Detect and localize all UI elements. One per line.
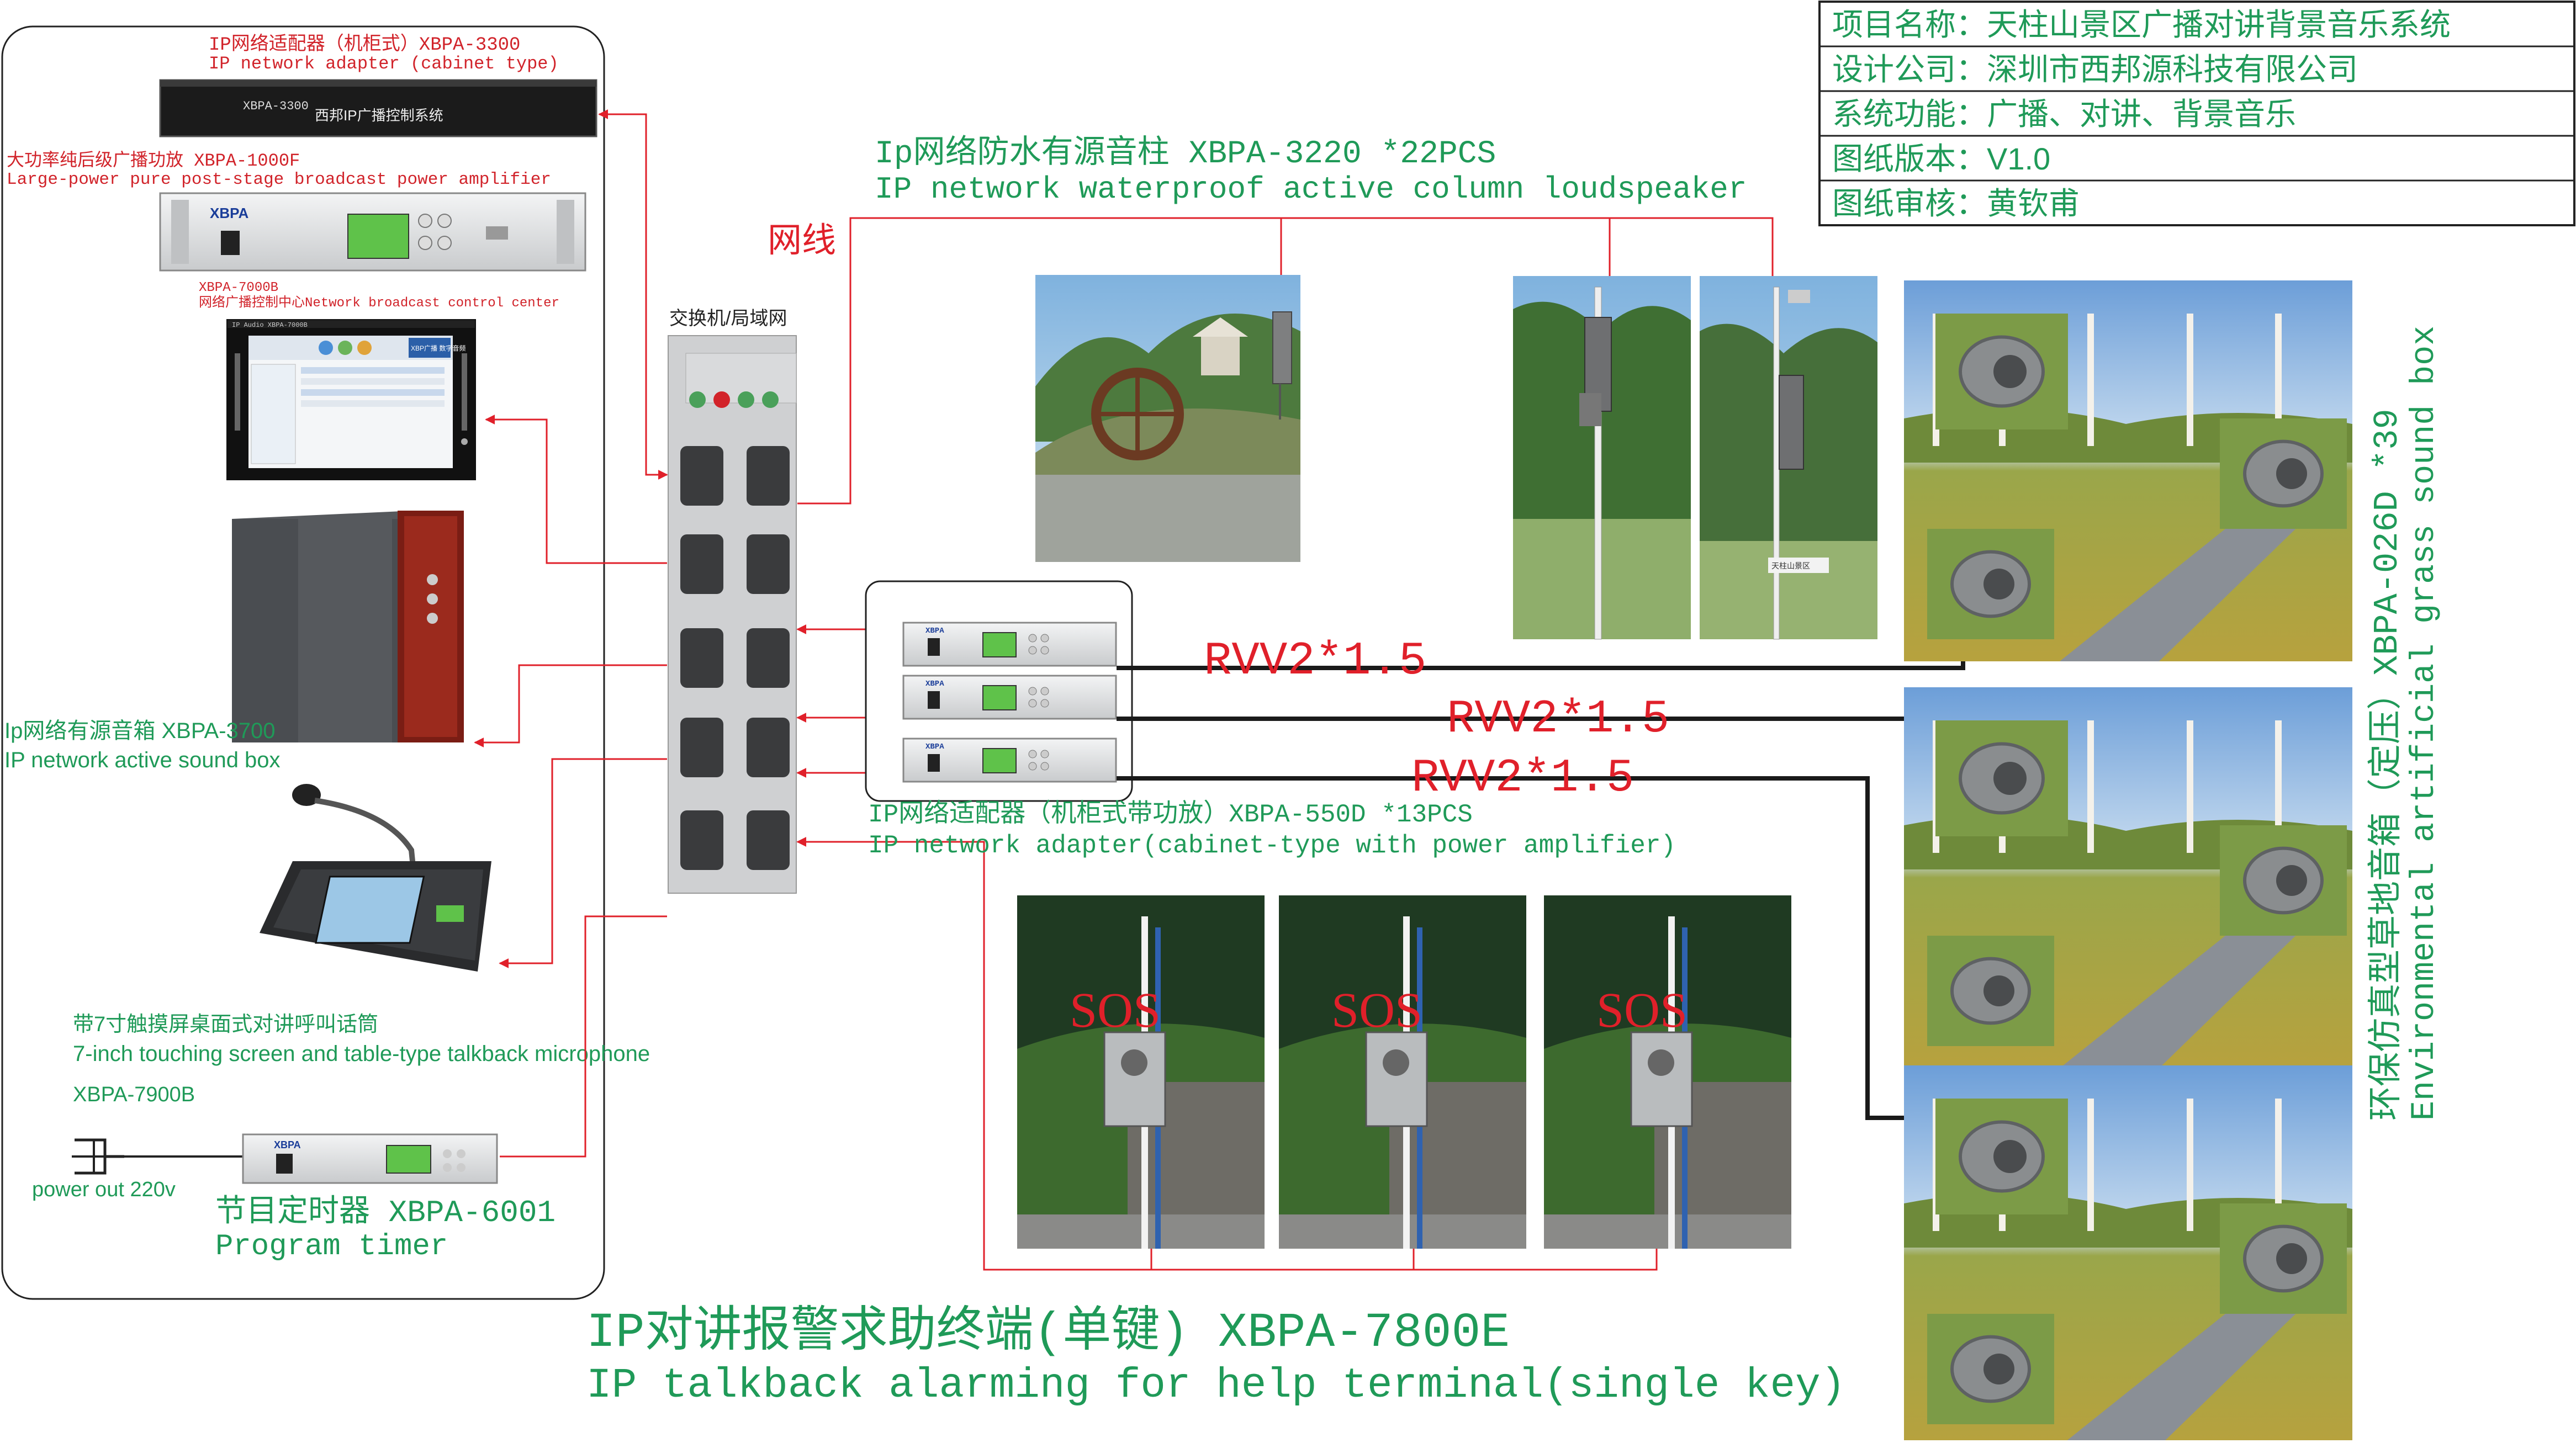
amp-adapter-brand: XBPA xyxy=(925,680,944,688)
rvv-cable-labels: RVV2*1.5 RVV2*1.5 RVV2*1.5 xyxy=(1204,635,1669,805)
power-label: power out 220v xyxy=(32,1178,176,1201)
network-switch xyxy=(668,335,797,894)
grass-sound-box xyxy=(1927,529,2054,639)
column-speaker-cn: Ip网络防水有源音柱 XBPA-3220 *22PCS xyxy=(875,135,1496,172)
sos-text: SOS xyxy=(1331,983,1422,1038)
amp-en-label: Large-power pure post-stage broadcast po… xyxy=(7,170,551,189)
active-sound-box xyxy=(232,511,464,742)
grass-sound-box xyxy=(2220,1203,2347,1314)
rack-title: IP Audio XBPA-7000B xyxy=(232,321,308,329)
sos-text: SOS xyxy=(1596,983,1688,1038)
grass-sound-box xyxy=(1935,314,2068,429)
timer-cn-label: 节目定时器 XBPA-6001 xyxy=(215,1195,556,1230)
amp-cn-label: 大功率纯后级广播功放 XBPA-1000F xyxy=(7,150,300,171)
project-info-box: 项目名称：天柱山景区广播对讲背景音乐系统 设计公司：深圳市西邦源科技有限公司 系… xyxy=(1818,1,2575,226)
terminal-en-label: IP talkback alarming for help terminal(s… xyxy=(586,1362,1845,1409)
amp-adapter-unit: XBPA xyxy=(902,622,1117,667)
mic-en-label: 7-inch touching screen and table-type ta… xyxy=(73,1042,650,1066)
column-speaker-en: IP network waterproof active column loud… xyxy=(875,172,1747,207)
grass-box-park-photo xyxy=(1904,280,2352,661)
adapter-3300-model: XBPA-3300 xyxy=(243,99,309,113)
control-cn-label: 网络广播控制中心Network broadcast control center xyxy=(199,295,559,311)
switch-ports xyxy=(680,446,790,870)
timer-en-label: Program timer xyxy=(215,1230,448,1264)
scenic-photo-waterwheel xyxy=(1035,275,1300,562)
terminal-cn-label: IP对讲报警求助终端(单键) XBPA-7800E xyxy=(586,1304,1510,1361)
adapter-en-label: IP network adapter (cabinet type) xyxy=(209,54,559,74)
grass-box-park-photo xyxy=(1904,687,2352,1068)
scenic-photo-pole-1 xyxy=(1513,276,1691,640)
sos-text: SOS xyxy=(1070,983,1161,1038)
info-row-5: 图纸审核：黄钦甫 xyxy=(1832,186,2080,221)
rvv-label-3: RVV2*1.5 xyxy=(1411,752,1634,805)
sos-terminal-photo: SOS xyxy=(1017,895,1265,1249)
program-timer-device: XBPA xyxy=(242,1133,498,1184)
sos-terminal-photos: SOS SOS SOS xyxy=(1017,895,1791,1249)
info-row-2: 设计公司：深圳市西邦源科技有限公司 xyxy=(1832,52,2358,87)
amp-adapter-cn: IP网络适配器（机柜式带功放）XBPA-550D *13PCS xyxy=(868,799,1473,829)
grass-sound-box xyxy=(1927,936,2054,1046)
grass-sound-box xyxy=(2220,825,2347,936)
soundbox-cn-label: Ip网络有源音箱 XBPA-3700 xyxy=(4,719,276,743)
scenic-photo-pole-2: 天柱山景区 xyxy=(1700,276,1877,640)
grass-sound-box xyxy=(1927,1314,2054,1424)
power-plug-icon xyxy=(72,1138,243,1175)
amp-adapter-stack: XBPA XBPA XBPA xyxy=(902,622,1117,783)
photo-sign: 天柱山景区 xyxy=(1771,561,1810,570)
adapter-3300-face: 西邦IP广播控制系统 xyxy=(315,107,443,124)
adapter-3300-device: XBPA-3300 西邦IP广播控制系统 xyxy=(159,79,597,137)
mic-model-label: XBPA-7900B xyxy=(73,1083,195,1106)
sos-terminal-photo: SOS xyxy=(1544,895,1791,1249)
amp-brand: XBPA xyxy=(210,205,249,221)
switch-label: 交换机/局域网 xyxy=(669,308,787,329)
mic-cn-label: 带7寸触摸屏桌面式对讲呼叫话筒 xyxy=(73,1013,378,1036)
rvv-label-1: RVV2*1.5 xyxy=(1204,635,1426,688)
amp-adapter-unit: XBPA xyxy=(902,675,1117,720)
adapter-cn-label: IP网络适配器（机柜式）XBPA-3300 xyxy=(209,33,520,56)
info-row-4: 图纸版本：V1.0 xyxy=(1832,141,2050,176)
grass-box-park-photo xyxy=(1904,1065,2352,1443)
grass-sound-box xyxy=(1935,1099,2068,1214)
timer-brand: XBPA xyxy=(274,1139,301,1150)
broadcast-rack-screen: IP Audio XBPA-7000B XBP广播 数字音频 xyxy=(226,319,476,480)
amp-adapter-brand: XBPA xyxy=(925,627,944,635)
grass-box-cn: 环保仿真型草地音箱（定压）XBPA-026D *39 xyxy=(2367,409,2407,1121)
grass-sound-box xyxy=(1935,720,2068,836)
amp-adapter-brand: XBPA xyxy=(925,742,944,751)
rack-logo: XBP广播 数字音频 xyxy=(411,344,466,352)
soundbox-en-label: IP network active sound box xyxy=(4,748,281,772)
sos-terminal-photo: SOS xyxy=(1279,895,1526,1249)
control-model-label: XBPA-7000B xyxy=(199,280,278,295)
grass-box-en: Environmental artificial grass sound box xyxy=(2406,326,2443,1121)
net-cable-label: 网线 xyxy=(768,221,836,259)
control-center-device: XBPA xyxy=(159,192,586,272)
grass-sound-box xyxy=(2220,418,2347,529)
amp-adapter-unit: XBPA xyxy=(902,738,1117,783)
rvv-label-2: RVV2*1.5 xyxy=(1447,693,1669,746)
grass-box-photos xyxy=(1904,280,2352,1443)
info-row-3: 系统功能：广播、对讲、背景音乐 xyxy=(1832,97,2296,131)
grass-box-vertical-label: 环保仿真型草地音箱（定压）XBPA-026D *39 Environmental… xyxy=(2367,326,2443,1121)
talkback-microphone xyxy=(260,784,491,972)
amp-adapter-en: IP network adapter(cabinet-type with pow… xyxy=(868,831,1676,860)
info-row-1: 项目名称：天柱山景区广播对讲背景音乐系统 xyxy=(1832,7,2451,42)
